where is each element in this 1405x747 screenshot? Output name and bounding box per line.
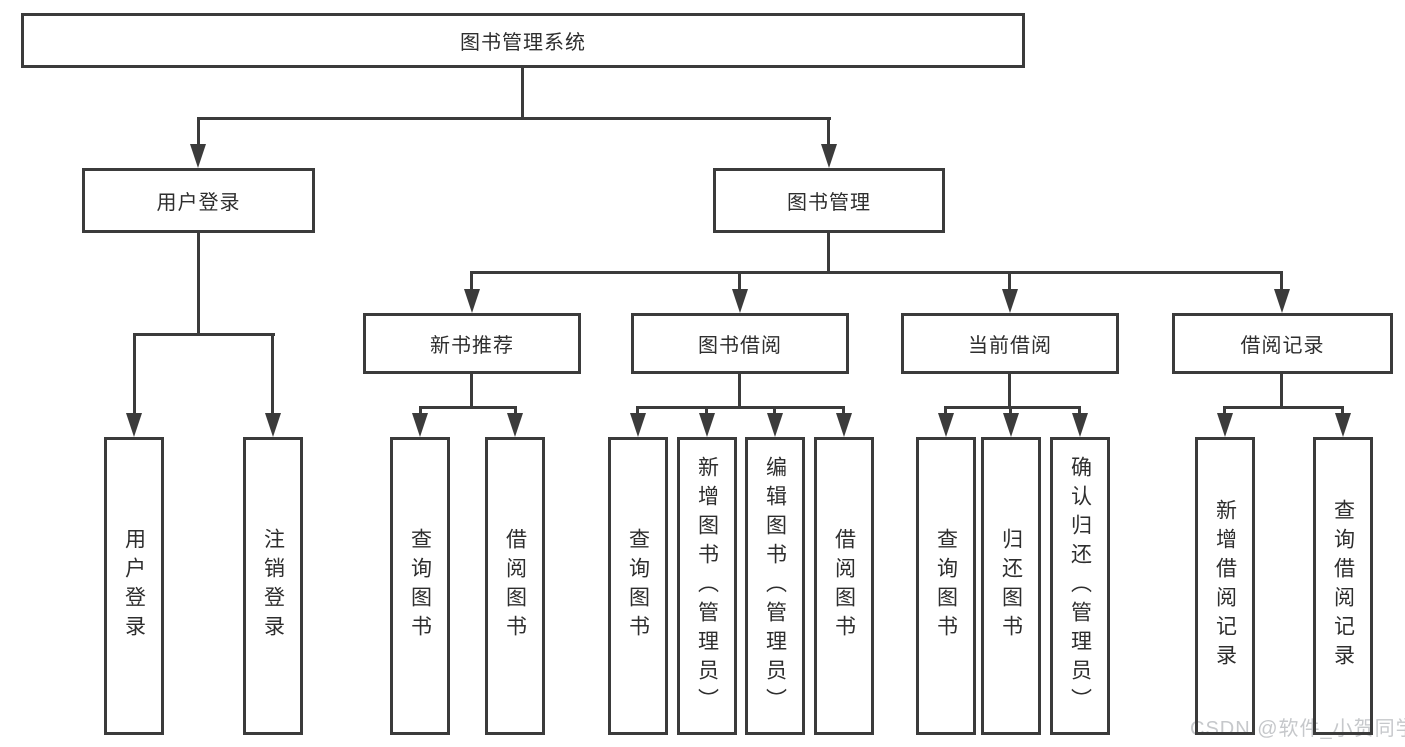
arrow-down-icon xyxy=(265,413,281,437)
node-book-borrowing-label: 图书借阅 xyxy=(698,335,782,357)
leaf-return-books-label: 归还图书 xyxy=(999,528,1023,644)
arrow-down-icon xyxy=(938,413,954,437)
connector-line xyxy=(470,271,473,291)
leaf-borrow-books-label: 借阅图书 xyxy=(832,528,856,644)
arrow-down-icon xyxy=(1335,413,1351,437)
connector-line xyxy=(827,117,830,149)
leaf-add-books-admin: 新增图书（管理员） xyxy=(677,437,737,735)
arrow-down-icon xyxy=(630,413,646,437)
connector-line xyxy=(1008,271,1011,291)
connector-line xyxy=(1280,374,1283,409)
connector-line xyxy=(419,406,422,418)
leaf-query-books-recommend: 查询图书 xyxy=(390,437,450,735)
leaf-add-books-admin-label: 新增图书（管理员） xyxy=(695,455,719,717)
arrow-down-icon xyxy=(836,413,852,437)
leaf-borrow-books-recommend-label: 借阅图书 xyxy=(503,528,527,644)
node-library-system: 图书管理系统 xyxy=(21,13,1025,68)
leaf-user-login: 用户登录 xyxy=(104,437,164,735)
leaf-logout-label: 注销登录 xyxy=(261,528,285,644)
connector-line xyxy=(636,406,845,409)
leaf-query-books-borrow: 查询图书 xyxy=(608,437,668,735)
arrow-down-icon xyxy=(1003,413,1019,437)
leaf-add-borrow-record-label: 新增借阅记录 xyxy=(1213,499,1237,673)
node-user-login-label: 用户登录 xyxy=(156,192,241,214)
leaf-confirm-return-admin: 确认归还（管理员） xyxy=(1050,437,1110,735)
arrow-down-icon xyxy=(1072,413,1088,437)
connector-line xyxy=(197,233,200,336)
connector-line xyxy=(521,68,524,120)
leaf-query-books-current: 查询图书 xyxy=(916,437,976,735)
leaf-query-books-current-label: 查询图书 xyxy=(934,528,958,644)
arrow-down-icon xyxy=(1274,289,1290,313)
connector-line xyxy=(944,406,947,418)
leaf-borrow-books-recommend: 借阅图书 xyxy=(485,437,545,735)
connector-line xyxy=(1223,406,1226,418)
arrow-down-icon xyxy=(821,144,837,168)
leaf-edit-books-admin: 编辑图书（管理员） xyxy=(745,437,805,735)
connector-line xyxy=(842,406,845,418)
connector-line xyxy=(1223,406,1344,409)
leaf-query-borrow-record-label: 查询借阅记录 xyxy=(1331,499,1355,673)
connector-line xyxy=(470,271,1283,274)
arrow-down-icon xyxy=(1217,413,1233,437)
connector-line xyxy=(419,406,517,409)
node-borrow-records-label: 借阅记录 xyxy=(1240,335,1325,357)
connector-line xyxy=(1341,406,1344,418)
connector-line xyxy=(1008,374,1011,409)
arrow-down-icon xyxy=(190,144,206,168)
connector-line xyxy=(827,233,830,274)
connector-line xyxy=(773,406,776,418)
node-new-book-recommend-label: 新书推荐 xyxy=(430,335,514,357)
arrow-down-icon xyxy=(1002,289,1018,313)
node-user-login: 用户登录 xyxy=(82,168,315,233)
connector-line xyxy=(1009,406,1012,418)
node-borrow-records: 借阅记录 xyxy=(1172,313,1393,374)
connector-line xyxy=(636,406,639,418)
arrow-down-icon xyxy=(464,289,480,313)
node-book-borrowing: 图书借阅 xyxy=(631,313,849,374)
arrow-down-icon xyxy=(699,413,715,437)
arrow-down-icon xyxy=(507,413,523,437)
arrow-down-icon xyxy=(732,289,748,313)
leaf-query-books-borrow-label: 查询图书 xyxy=(626,528,650,644)
connector-line xyxy=(705,406,708,418)
leaf-borrow-books: 借阅图书 xyxy=(814,437,874,735)
connector-line xyxy=(271,333,274,415)
connector-line xyxy=(1280,271,1283,291)
leaf-add-borrow-record: 新增借阅记录 xyxy=(1195,437,1255,735)
arrow-down-icon xyxy=(126,413,142,437)
connector-line xyxy=(944,406,1081,409)
leaf-query-books-recommend-label: 查询图书 xyxy=(408,528,432,644)
arrow-down-icon xyxy=(767,413,783,437)
leaf-return-books: 归还图书 xyxy=(981,437,1041,735)
node-library-system-label: 图书管理系统 xyxy=(460,32,586,54)
connector-line xyxy=(197,117,831,120)
connector-line xyxy=(197,117,200,149)
leaf-query-borrow-record: 查询借阅记录 xyxy=(1313,437,1373,735)
connector-line xyxy=(133,333,136,415)
leaf-logout: 注销登录 xyxy=(243,437,303,735)
node-book-management-label: 图书管理 xyxy=(787,192,871,214)
node-new-book-recommend: 新书推荐 xyxy=(363,313,581,374)
node-current-borrowing-label: 当前借阅 xyxy=(968,335,1052,357)
connector-line xyxy=(738,271,741,291)
arrow-down-icon xyxy=(412,413,428,437)
leaf-confirm-return-admin-label: 确认归还（管理员） xyxy=(1068,455,1092,717)
connector-line xyxy=(1078,406,1081,418)
connector-line xyxy=(514,406,517,418)
leaf-edit-books-admin-label: 编辑图书（管理员） xyxy=(763,455,787,717)
leaf-user-login-label: 用户登录 xyxy=(122,528,146,644)
node-current-borrowing: 当前借阅 xyxy=(901,313,1119,374)
connector-line xyxy=(470,374,473,409)
node-book-management: 图书管理 xyxy=(713,168,945,233)
connector-line xyxy=(738,374,741,409)
connector-line xyxy=(133,333,275,336)
